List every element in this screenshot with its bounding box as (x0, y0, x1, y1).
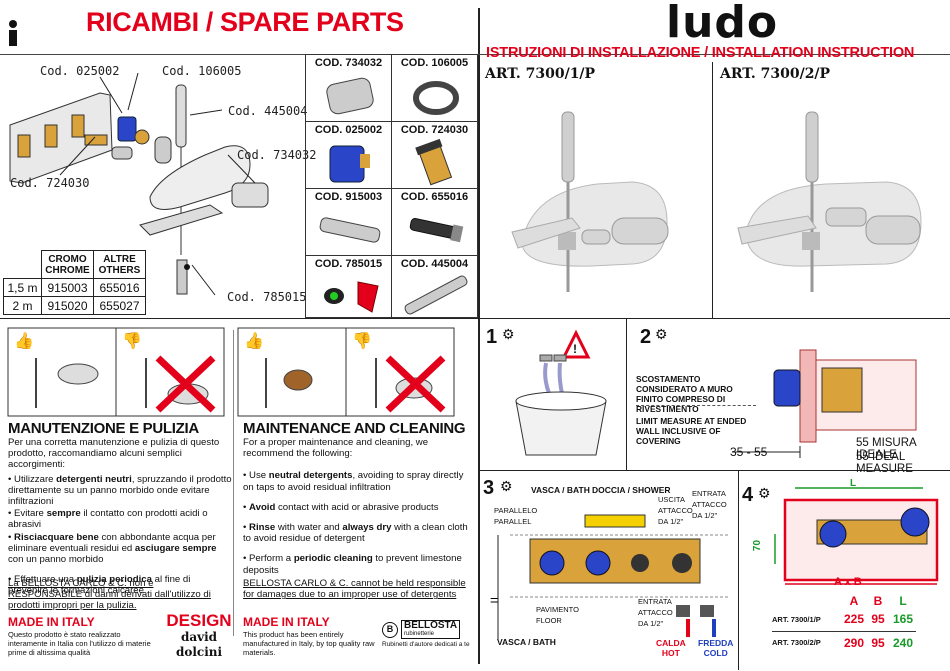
exploded-view-drawing (9, 72, 269, 296)
svg-text:👍: 👍 (14, 331, 34, 350)
callout-025002: Cod. 025002 (40, 64, 120, 78)
right-mid-rule (479, 318, 950, 319)
installation-title: ISTRUZIONI DI INSTALLAZIONE / INSTALLATI… (486, 45, 915, 61)
step-1-number: 1 (486, 326, 498, 348)
right-steps-rule (479, 470, 950, 471)
step2-ideal-en: 55 IDEAL MEASURE (856, 451, 913, 475)
designer-first-name: david (180, 630, 218, 644)
art-2-product-image (737, 111, 922, 292)
gear-icon: ⚙ (500, 478, 513, 494)
part-cell: COD. 785015 (305, 255, 392, 318)
callout-734032: Cod. 734032 (237, 148, 317, 162)
cartridge-shape (117, 116, 137, 142)
callout-785015: Cod. 785015 (227, 290, 307, 304)
en-made-in-italy: MADE IN ITALY (243, 615, 330, 629)
gear-icon: ⚙ (502, 326, 515, 342)
step2-ideal-it: 55 MISURA IDEALE (856, 437, 917, 461)
designer-last-name: dolcini (175, 645, 223, 659)
svg-text:!: ! (573, 342, 577, 356)
step2-dash (636, 405, 756, 406)
step3-vasca-bottom: VASCA / BATH (497, 637, 556, 647)
table-row: ART. 7300/2/P 290 95 240 (772, 635, 914, 650)
part-cell: COD. 915003 (305, 188, 392, 256)
callout-106005: Cod. 106005 (162, 64, 242, 78)
svg-text:👎: 👎 (122, 331, 142, 350)
step2-wall-drawing (732, 349, 917, 458)
info-icon (8, 20, 18, 46)
art-divider (712, 62, 713, 318)
brand-logo: ludo (666, 0, 779, 48)
art-7300-2-label: ART. 7300/2/P (720, 66, 831, 82)
gear-icon: ⚙ (655, 326, 668, 342)
bellosta-logo: B BELLOSTA rubinetterie Rubinetti d'auto… (382, 620, 474, 648)
step4-dim-l: L (850, 478, 857, 489)
callout-445004: Cod. 445004 (228, 104, 308, 118)
bellosta-emblem-icon: B (382, 621, 398, 638)
design-block: DESIGN david dolcini (166, 612, 232, 660)
en-maintenance-illustrations: 👍 👎 (237, 327, 455, 417)
spare-parts-title: RICAMBI / SPARE PARTS (86, 7, 404, 37)
step3-installation-drawing: = (490, 514, 730, 640)
step-4-number: 4 (742, 484, 754, 506)
parts-table: CROMO CHROME ALTRE OTHERS 1,5 m 915003 6… (3, 250, 146, 315)
step4-dim-axb: A x B (834, 576, 862, 588)
bellosta-tagline: Rubinetti d'autore dedicati a te (382, 641, 470, 648)
table-row: ART. 7300/1/P 225 95 165 (772, 608, 916, 631)
step-3-number: 3 (483, 477, 495, 499)
part-cell: COD. 025002 (305, 121, 392, 189)
part-cell: COD. 655016 (391, 188, 478, 256)
art-1-product-image (511, 111, 669, 292)
table-row: 1,5 m 915003 655016 (3, 278, 146, 297)
col-others: ALTRE OTHERS (93, 250, 146, 279)
part-cell: COD. 734032 (305, 54, 392, 122)
en-text-block: For a proper maintenance and cleaning, w… (243, 437, 468, 576)
art-7300-1-label: ART. 7300/1/P (485, 66, 596, 82)
step1-2-divider (626, 318, 627, 470)
valve-body-shape (9, 92, 113, 184)
it-made-note: Questo prodotto è stato realizzato inter… (8, 630, 151, 657)
svg-text:👍: 👍 (244, 331, 264, 350)
it-heading: MANUTENZIONE E PULIZIA (8, 420, 199, 437)
left-mid-rule (0, 318, 478, 319)
step3-vasca-label: VASCA / BATH (531, 485, 590, 495)
part-cell: COD. 106005 (391, 54, 478, 122)
gear-icon: ⚙ (758, 485, 771, 501)
step3-4-divider (738, 470, 739, 670)
step4-dimensions-table: A B L ART. 7300/1/P 225 95 165 ART. 7300… (772, 594, 916, 654)
it-maintenance-illustrations: 👍 👎 (7, 327, 225, 417)
step4-dim-70: 70 (752, 539, 764, 552)
step2-range: 35 - 55 (730, 445, 768, 459)
part-cell: COD. 724030 (391, 121, 478, 189)
center-divider (478, 8, 480, 664)
svg-text:=: = (490, 592, 498, 608)
svg-text:👎: 👎 (352, 331, 372, 350)
table-row: 2 m 915020 655027 (3, 296, 146, 315)
col-chrome: CROMO CHROME (41, 250, 94, 279)
step-2-number: 2 (640, 326, 652, 348)
step1-flush-drawing: ! (515, 329, 607, 456)
step2-it-note: SCOSTAMENTO CONSIDERATO A MURO FINITO CO… (636, 374, 733, 414)
it-text-block: Per una corretta manutenzione e pulizia … (8, 437, 232, 597)
it-en-divider (233, 330, 234, 636)
en-disclaimer: BELLOSTA CARLO & C. cannot be held respo… (243, 578, 466, 601)
step2-en-note: LIMIT MEASURE AT ENDED WALL INCLUSIVE OF… (636, 416, 747, 446)
design-label: DESIGN (166, 611, 232, 630)
callout-724030: Cod. 724030 (10, 176, 90, 190)
it-disclaimer: La BELLOSTA CARLO & C. non è RESPONSABIL… (8, 578, 211, 612)
en-heading: MAINTENANCE AND CLEANING (243, 420, 466, 437)
en-made-note: This product has been entirely manufactu… (243, 630, 375, 657)
it-made-in-italy: MADE IN ITALY (8, 615, 95, 629)
step3-doccia-label: DOCCIA / SHOWER (592, 485, 671, 495)
step4-recess-drawing (774, 487, 939, 585)
part-cell: COD. 445004 (391, 255, 478, 318)
